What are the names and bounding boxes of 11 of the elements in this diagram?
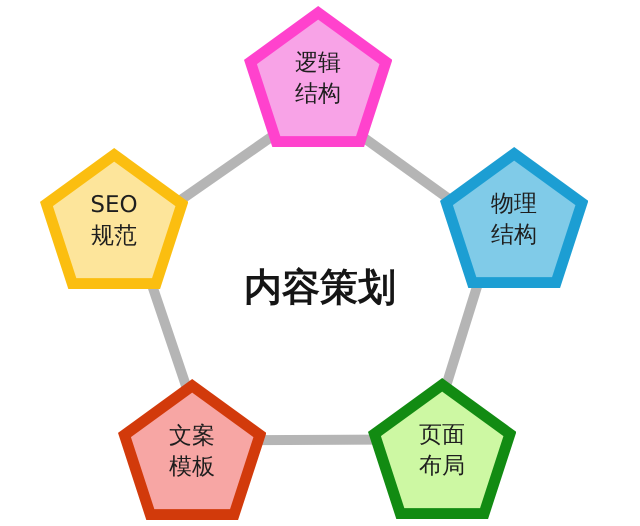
pentagon — [244, 6, 392, 148]
node-label: 物理结构 — [490, 190, 538, 250]
pentagon — [440, 147, 588, 288]
node-label: SEO规范 — [89, 191, 139, 251]
node-label: 页面布局 — [418, 421, 466, 481]
node-label: 逻辑结构 — [294, 49, 342, 109]
pentagon — [118, 379, 266, 520]
node-label: 文案模板 — [168, 422, 216, 482]
topic-title: 内容策划 — [244, 265, 396, 309]
pentagon — [368, 378, 516, 520]
pentagon — [40, 148, 188, 290]
